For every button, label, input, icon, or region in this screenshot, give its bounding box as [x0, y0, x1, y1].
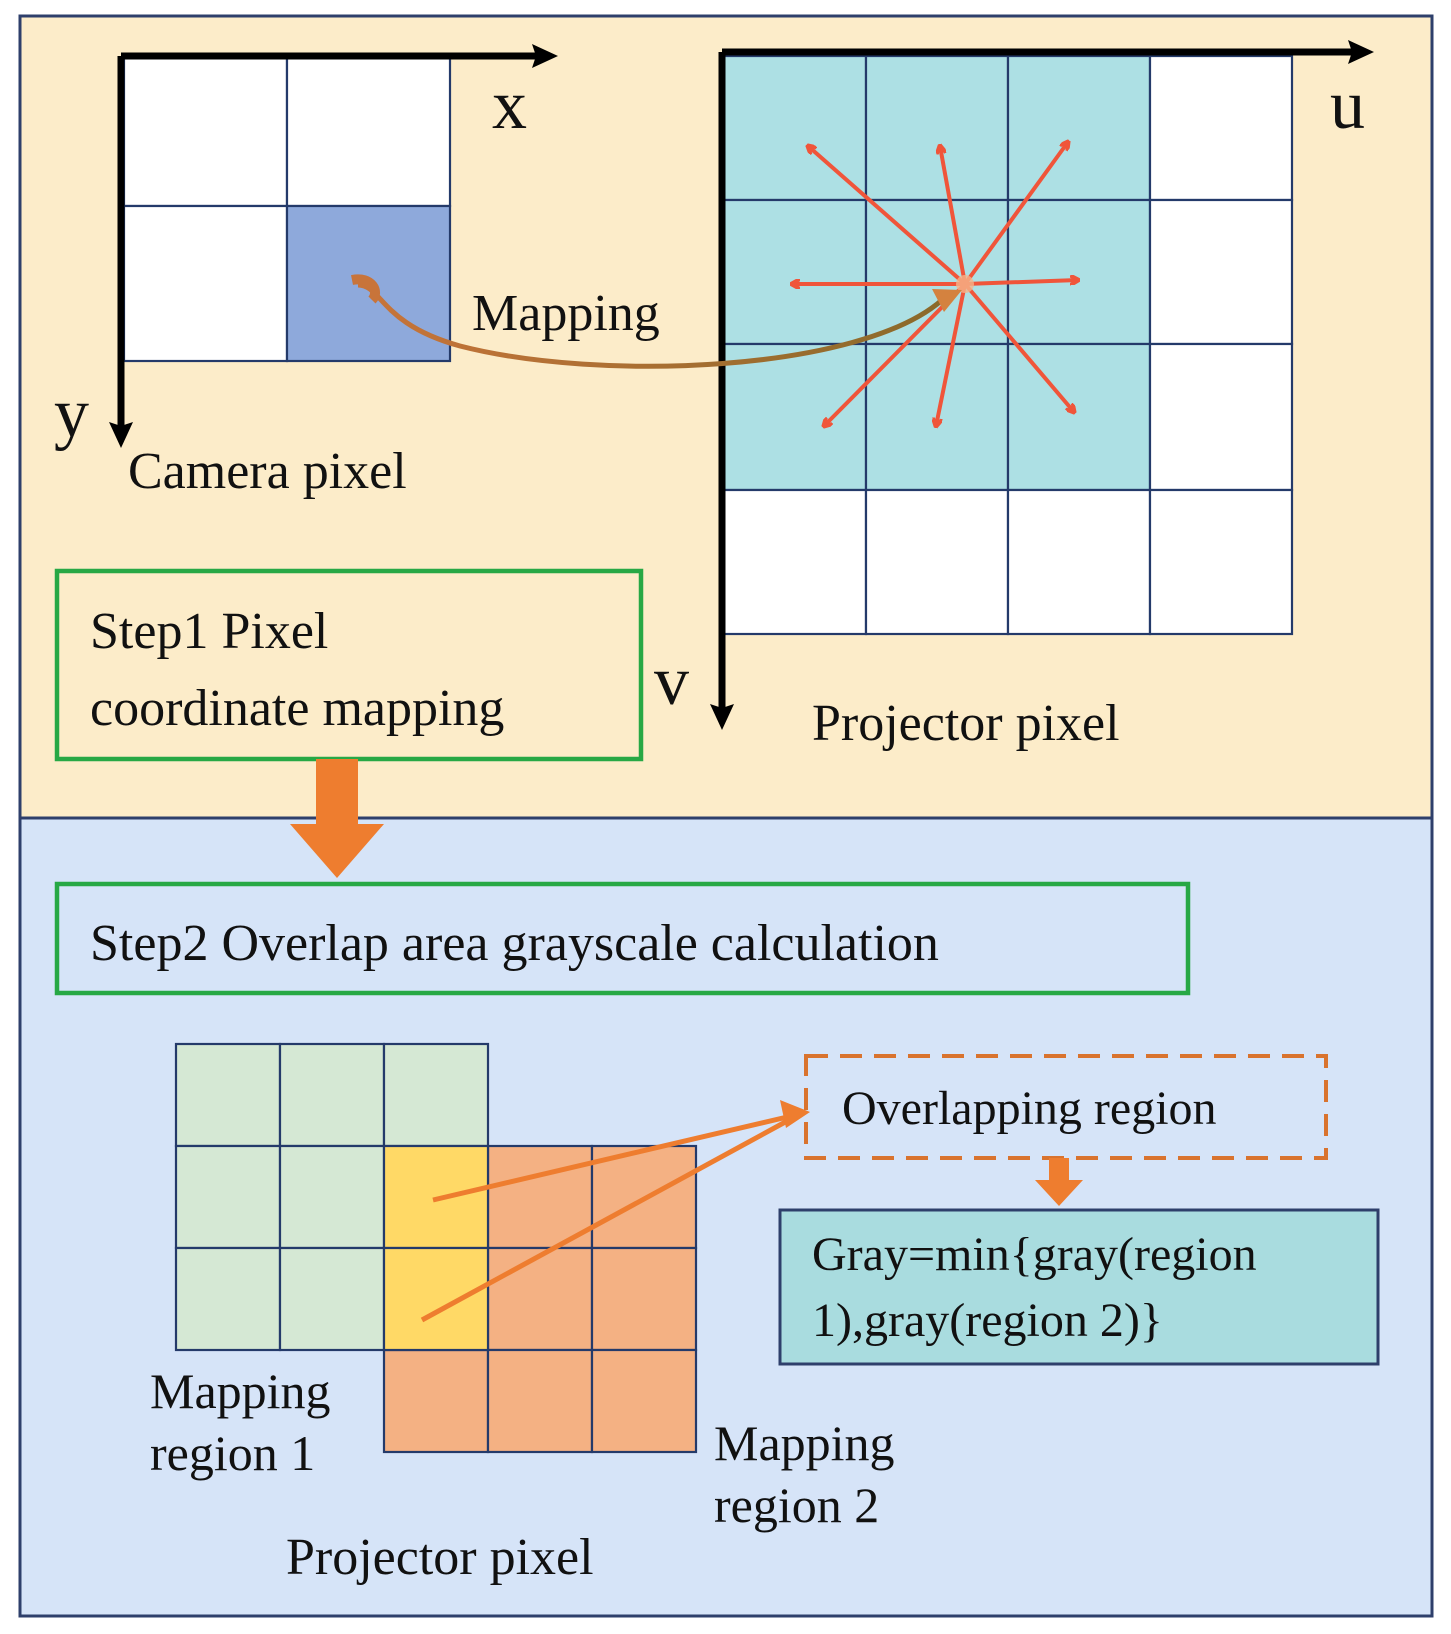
region1-cell [174, 1246, 282, 1352]
spread-arrow [964, 280, 1078, 286]
region1-cell [278, 1246, 386, 1352]
region2-cell [486, 1246, 594, 1352]
camera-x-axis-label: x [492, 67, 527, 144]
projector-cell [1148, 342, 1294, 492]
region1-label-line2: region 1 [150, 1425, 315, 1481]
formula-line2: 1),gray(region 2)} [812, 1294, 1163, 1347]
step-flow-arrow [290, 759, 384, 878]
overlap-pointer-lower [420, 1111, 802, 1323]
camera-cell [122, 53, 289, 208]
region1-cell [174, 1144, 282, 1250]
step2-box [54, 881, 1191, 996]
formula-line1: Gray=min{gray(region [812, 1228, 1257, 1281]
projector-pixel-grid [722, 54, 1294, 636]
camera-pixel-caption: Camera pixel [128, 443, 407, 500]
projector-cell-highlighted [722, 198, 868, 346]
projector-cell-highlighted [864, 54, 1010, 202]
camera-axes [109, 44, 558, 448]
projector-cell [1148, 54, 1294, 202]
spread-arrows [792, 142, 1078, 426]
camera-y-arrowhead [109, 422, 133, 448]
projector-cell-highlighted [1006, 198, 1152, 346]
formula-flow-arrow [1035, 1158, 1083, 1206]
overlapping-region-box [804, 1054, 1328, 1160]
overlap-pointer-arrowhead [780, 1100, 810, 1128]
region2-cell [486, 1144, 594, 1250]
spread-arrow [940, 146, 967, 285]
overlap-cell [382, 1246, 490, 1352]
projector-cell [1148, 488, 1294, 636]
camera-cell [122, 204, 289, 363]
overlap-pointer-upper [432, 1111, 801, 1203]
projector-cell-highlighted [722, 342, 868, 492]
region1-cell [174, 1042, 282, 1148]
mapping-label: Mapping [472, 285, 660, 342]
camera-cell [285, 53, 452, 208]
projector-u-axis-label: u [1330, 67, 1365, 144]
region1-label-line1: Mapping [150, 1363, 331, 1419]
projector-cell [722, 488, 868, 636]
spread-arrow [963, 282, 1074, 412]
region2-label-line1: Mapping [714, 1415, 895, 1471]
region2-cell [590, 1246, 698, 1352]
camera-pixel-grid [122, 53, 452, 363]
mapping-target-point [956, 275, 974, 293]
camera-x-arrowhead [532, 44, 558, 68]
projector-pixel-caption: Projector pixel [812, 695, 1120, 752]
mapping-curve-start [351, 274, 381, 304]
spread-arrow [936, 283, 967, 426]
region2-cell [486, 1348, 594, 1454]
bottom-projector-caption: Projector pixel [286, 1529, 594, 1586]
projector-v-arrowhead [710, 704, 734, 730]
region1-cell [278, 1144, 386, 1250]
camera-y-axis-label: y [54, 375, 89, 452]
mapping-curve-arrow [357, 282, 944, 369]
region2-cell [590, 1348, 698, 1454]
mapping-curve-arrowhead [932, 289, 962, 312]
step1-label-line1: Step1 Pixel [90, 603, 328, 660]
projector-cell [1006, 488, 1152, 636]
region1-cell [382, 1042, 490, 1148]
projector-cell-highlighted [1006, 342, 1152, 492]
overlapping-region-label: Overlapping region [842, 1082, 1217, 1135]
region2-cell [382, 1348, 490, 1454]
region2-label-line2: region 2 [714, 1477, 879, 1533]
projector-cell [864, 488, 1010, 636]
mapping-region-1-grid [174, 1042, 490, 1352]
projector-cell [1148, 198, 1294, 346]
spread-arrow [963, 142, 1068, 286]
region1-cell [278, 1042, 386, 1148]
projector-cell-highlighted [864, 198, 1010, 346]
spread-arrow [808, 146, 967, 286]
projector-u-arrowhead [1348, 40, 1374, 64]
projector-v-axis-label: v [654, 643, 689, 720]
step1-label-line2: coordinate mapping [90, 680, 504, 737]
step2-label: Step2 Overlap area grayscale calculation [90, 915, 939, 972]
formula-box [778, 1208, 1380, 1366]
projector-axes [710, 40, 1374, 730]
spread-arrow [824, 282, 967, 426]
projector-cell-highlighted [1006, 54, 1152, 202]
